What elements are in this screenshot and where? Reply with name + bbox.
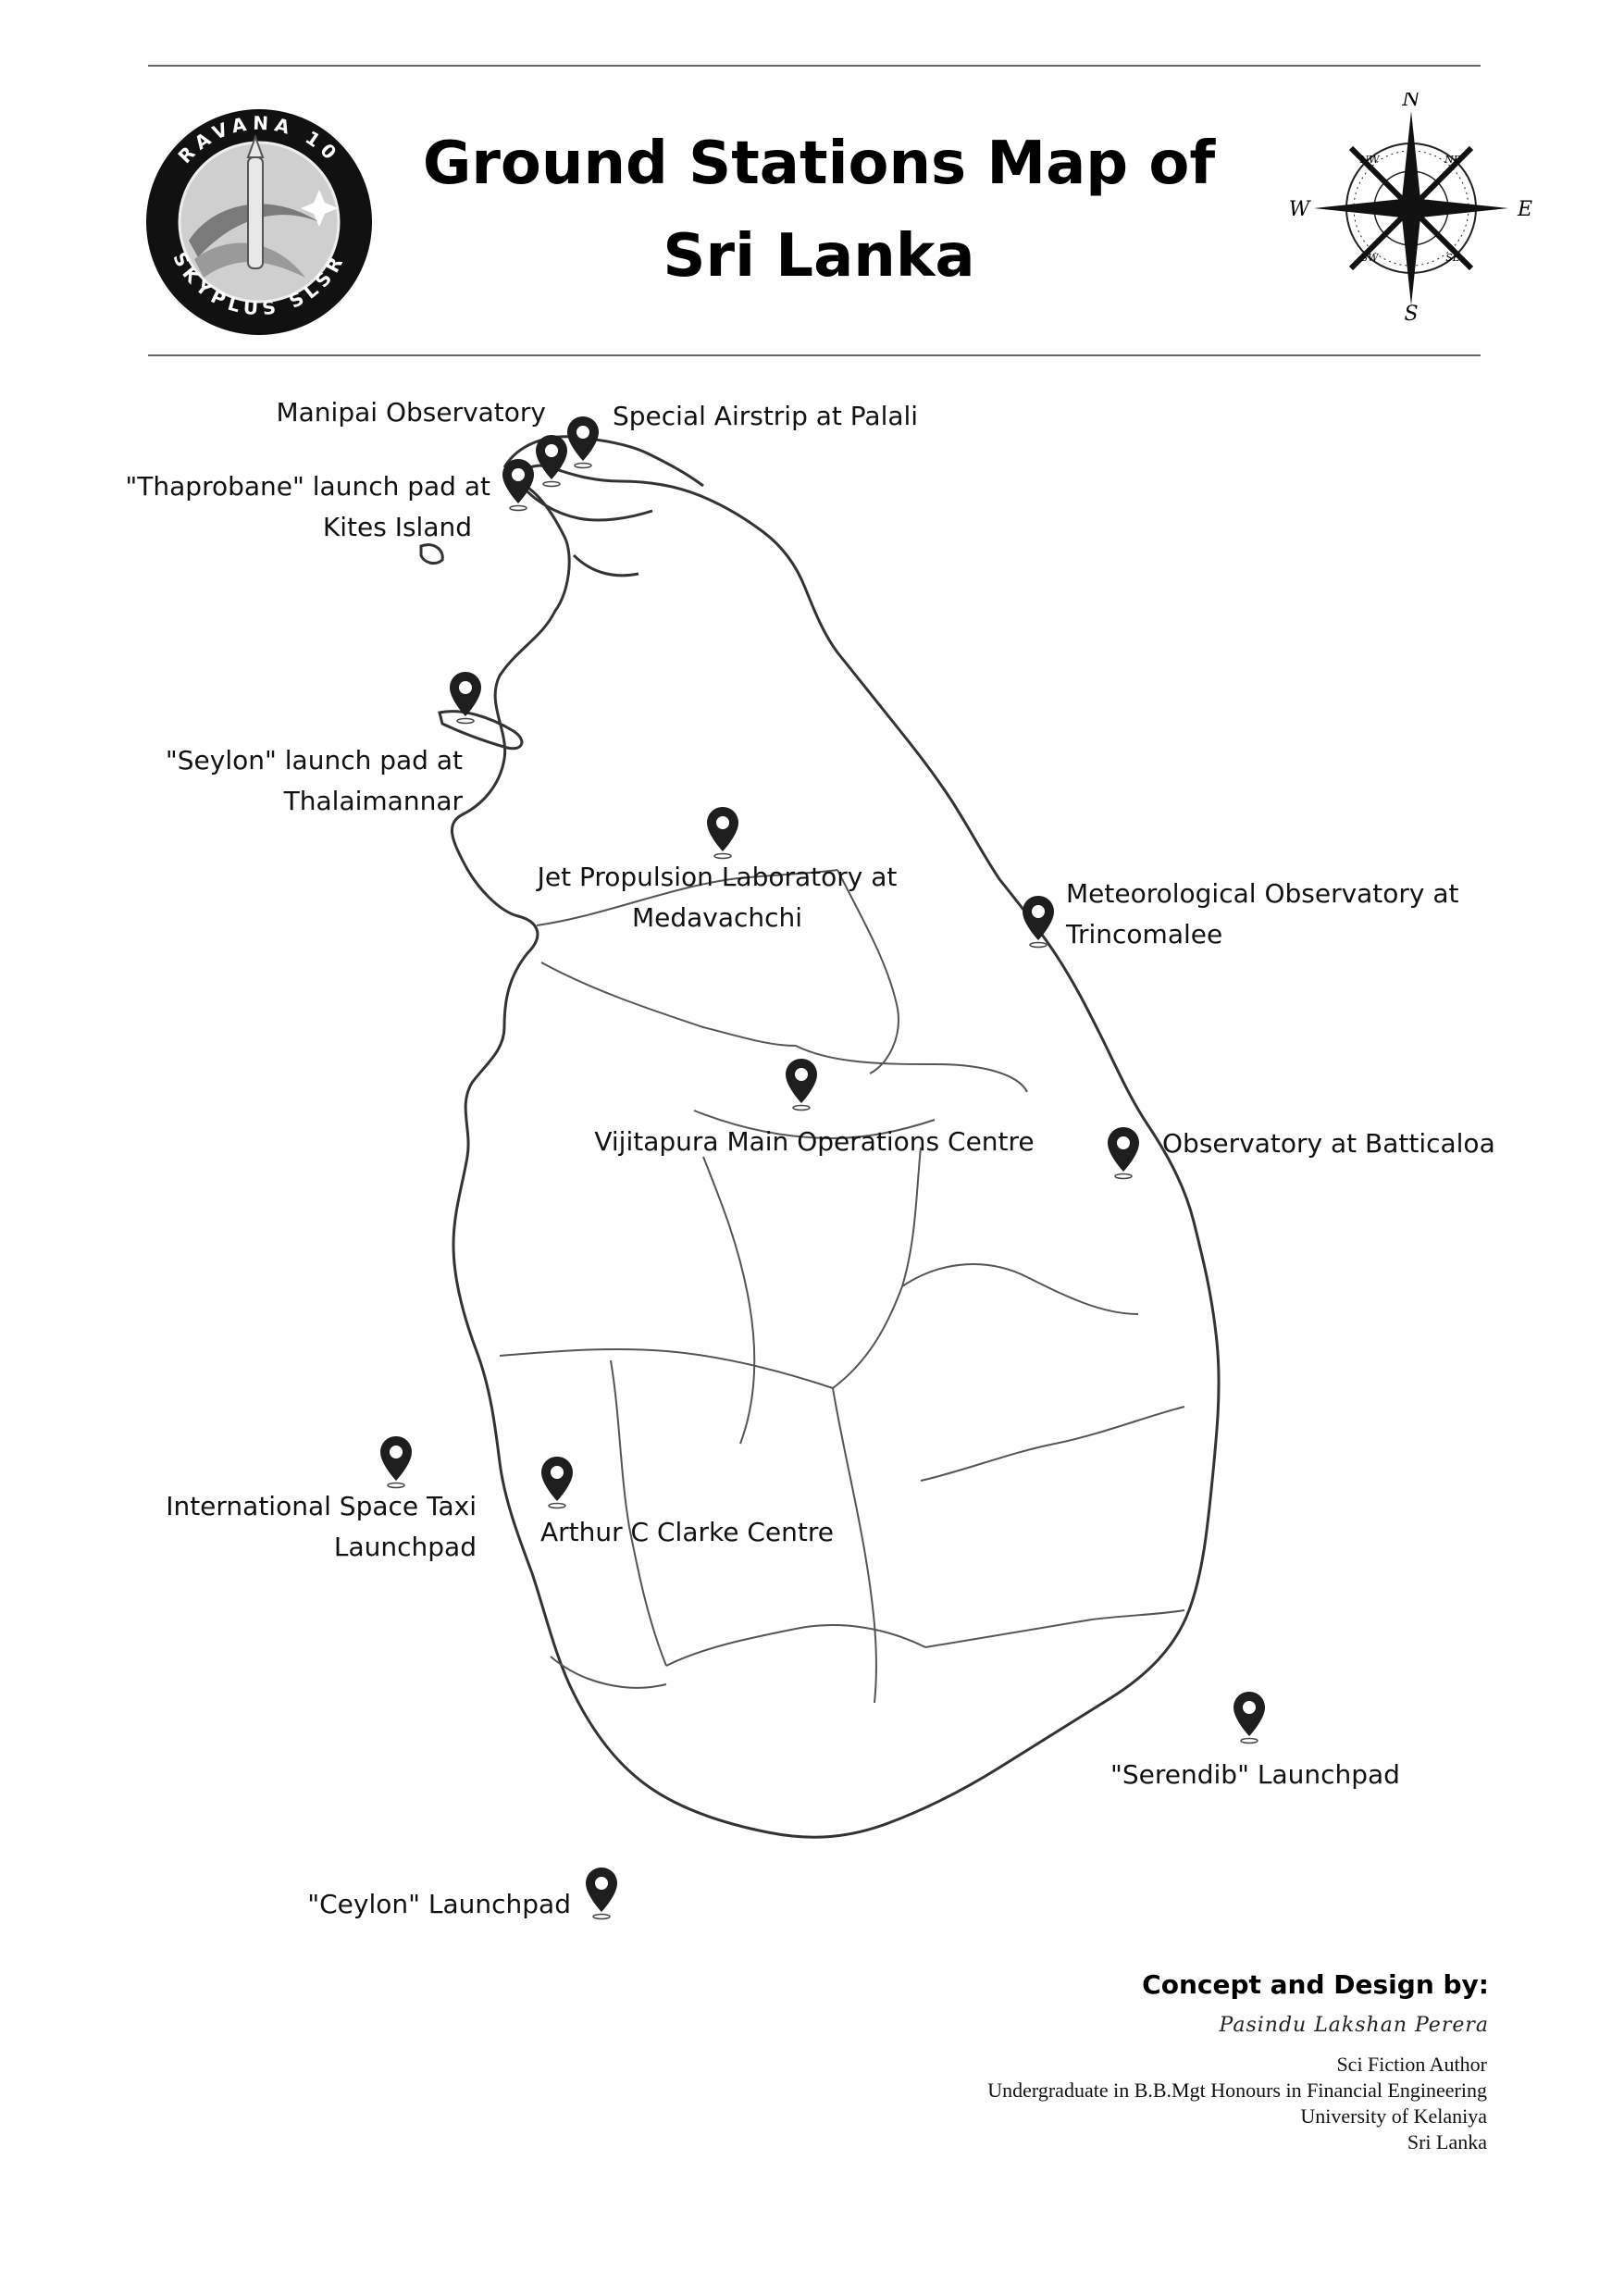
compass-se-label: SE <box>1445 252 1460 264</box>
label-manipai: Manipai Observatory <box>276 397 546 428</box>
page-title-line-2: Sri Lanka <box>663 222 975 291</box>
kites-island <box>419 543 444 565</box>
author-signature: Pasindu Lakshan Perera <box>1219 2014 1489 2037</box>
credit-line-3: University of Kelaniya <box>1300 2104 1487 2128</box>
label-palali: Special Airstrip at Palali <box>613 401 919 431</box>
page-title-line-1: Ground Stations Map of <box>422 130 1216 198</box>
label-ceylon: "Ceylon" Launchpad <box>307 1889 571 1919</box>
credits-heading: Concept and Design by: <box>1142 1969 1489 2000</box>
credit-line-4: Sri Lanka <box>1407 2130 1487 2153</box>
label-kites-line1: "Thaprobane" launch pad at <box>125 471 490 502</box>
credit-line-1: Sci Fiction Author <box>1336 2053 1487 2076</box>
compass-rose-icon: N S E W NE NW SE SW <box>1289 93 1532 324</box>
compass-nw-label: NW <box>1359 154 1382 166</box>
label-batticaloa: Observatory at Batticaloa <box>1162 1128 1495 1159</box>
top-divider <box>148 65 1481 67</box>
label-thalaimannar-line2: Thalaimannar <box>283 786 463 816</box>
mannar-island <box>438 710 524 751</box>
mission-patch-logo: RAVANA 10 SKYPLUS SLSR <box>146 109 372 335</box>
district-boundaries <box>499 869 1185 1704</box>
map-pin-icon[interactable] <box>533 433 570 489</box>
map-pin-icon[interactable] <box>1105 1125 1142 1181</box>
compass-south-label: S <box>1404 303 1418 324</box>
map-pin-icon[interactable] <box>378 1434 415 1490</box>
label-trincomalee-line2: Trincomalee <box>1066 919 1223 949</box>
island-outline <box>450 464 1221 1839</box>
compass-sw-label: SW <box>1361 252 1381 264</box>
map-pin-icon[interactable] <box>564 415 601 470</box>
label-kites-line2: Kites Island <box>322 512 472 542</box>
label-medavachchi-line1: Jet Propulsion Laboratory at <box>537 862 898 892</box>
label-taxi-line1: International Space Taxi <box>166 1491 477 1521</box>
label-trincomalee-line1: Meteorological Observatory at <box>1066 878 1459 909</box>
label-taxi-line2: Launchpad <box>333 1532 477 1562</box>
compass-west-label: W <box>1289 198 1312 221</box>
label-medavachchi-line2: Medavachchi <box>631 902 803 933</box>
credit-line-2: Undergraduate in B.B.Mgt Honours in Fina… <box>987 2079 1487 2102</box>
map-pin-icon[interactable] <box>447 670 484 726</box>
compass-ne-label: NE <box>1444 154 1461 166</box>
map-pin-icon[interactable] <box>1020 894 1057 949</box>
jaffna-peninsula <box>502 435 704 577</box>
map-pin-icon[interactable] <box>704 805 741 861</box>
compass-east-label: E <box>1517 198 1532 221</box>
map-pin-icon[interactable] <box>1231 1690 1268 1745</box>
compass-north-label: N <box>1401 93 1420 111</box>
label-thalaimannar-line1: "Seylon" launch pad at <box>165 745 463 776</box>
label-vijitapura: Vijitapura Main Operations Centre <box>594 1126 1035 1157</box>
bottom-divider <box>148 354 1481 356</box>
map-pin-icon[interactable] <box>783 1057 820 1112</box>
map-pin-icon[interactable] <box>539 1455 576 1510</box>
map-pin-icon[interactable] <box>500 457 537 513</box>
map-pin-icon[interactable] <box>583 1866 620 1921</box>
label-clarke: Arthur C Clarke Centre <box>540 1517 834 1547</box>
label-serendib: "Serendib" Launchpad <box>1110 1759 1400 1790</box>
